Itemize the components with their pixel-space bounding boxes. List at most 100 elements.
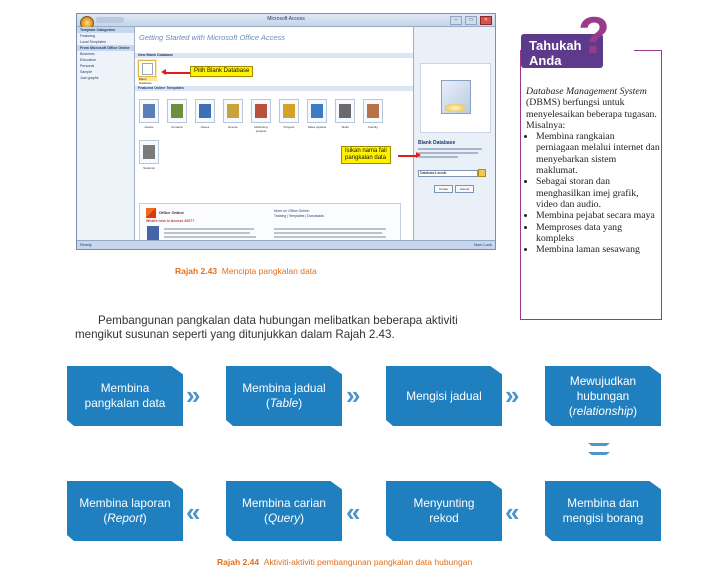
callout-file-name-line2: pangkalan data <box>345 155 387 161</box>
question-mark-icon: ? <box>578 7 610 65</box>
tahukah-anda-box: Tahukah Anda ? Database Management Syste… <box>514 10 663 321</box>
arrow-right-2: » <box>346 380 361 410</box>
arrow-down <box>588 443 610 467</box>
step1-line2: pangkalan data <box>84 396 166 410</box>
tahukah-intro: Database Management System (DBMS) berfun… <box>526 86 660 131</box>
contacts-icon <box>167 99 187 123</box>
status-bar: Ready Num Lock <box>77 240 495 249</box>
template-item[interactable]: Events <box>223 99 243 133</box>
online-right-heading: More on Office Online: <box>274 209 310 213</box>
tahukah-bullet: Membina laman sesawang <box>536 244 660 255</box>
template-category-item[interactable]: Personal <box>80 64 95 68</box>
events-icon <box>223 99 243 123</box>
office-online-logo-text: Office Online <box>159 210 184 215</box>
caption-rajah-2-44-num: Rajah 2.44 <box>217 557 260 567</box>
step-membina-carian: Membina carian(Query) <box>226 481 342 541</box>
template-name: Students <box>143 166 155 170</box>
arrow-left-1: « <box>505 497 520 527</box>
step2-line1: Membina jadual <box>242 381 326 395</box>
template-item[interactable]: Marketing projects <box>251 99 271 133</box>
online-right-links[interactable]: Training | Templates | Downloads <box>274 214 324 218</box>
cancel-button[interactable]: Cancel <box>455 185 474 193</box>
getting-started-title: Getting Started with Microsoft Office Ac… <box>139 33 286 42</box>
step-mengisi-jadual: Mengisi jadual <box>386 366 502 426</box>
template-name: Sales pipeline <box>307 125 327 129</box>
blank-database-label[interactable]: Blank Database <box>138 77 157 85</box>
template-item[interactable]: Issues <box>195 99 215 133</box>
minimize-icon[interactable]: – <box>450 16 462 25</box>
blank-database-thumbnail[interactable] <box>138 60 156 77</box>
blank-database-preview-icon <box>420 63 491 133</box>
caption-rajah-2-44-text: Aktiviti-aktiviti pembangunan pangkalan … <box>263 557 473 567</box>
template-item[interactable]: Contacts <box>167 99 187 133</box>
template-name: Tasks <box>341 125 349 129</box>
close-icon[interactable]: × <box>480 16 492 25</box>
template-name: Issues <box>200 125 210 129</box>
tahukah-bullet: Membina rangkaian perniagaan melalui int… <box>536 131 660 176</box>
step3-line1: Mengisi jadual <box>406 388 482 403</box>
step4-line3: relationship <box>572 403 634 418</box>
step4-line2: hubungan <box>576 388 630 403</box>
create-button[interactable]: Create <box>434 185 453 193</box>
callout-file-name-line1: Isikan nama fail <box>345 148 387 154</box>
step7-line1: Membina carian <box>242 496 326 510</box>
step7-line2: Query <box>267 511 301 525</box>
template-item[interactable]: Faculty <box>363 99 383 133</box>
template-item[interactable]: Projects <box>279 99 299 133</box>
window-title: Microsoft Access <box>267 16 305 22</box>
template-item[interactable]: Tasks <box>335 99 355 133</box>
template-name: Projects <box>283 125 295 129</box>
caption-rajah-2-43: Rajah 2.43 Mencipta pangkalan data <box>175 266 317 276</box>
template-category-item[interactable]: Sample <box>80 70 93 74</box>
tasks-icon <box>335 99 355 123</box>
window-controls: – □ × <box>450 16 492 25</box>
template-category-item[interactable]: Just graphs <box>80 76 99 80</box>
callout-file-name: Isikan nama fail pangkalan data <box>341 146 391 164</box>
template-category-item[interactable]: Business <box>80 52 95 56</box>
projects-icon <box>279 99 299 123</box>
paragraph-line-1: Pembangunan pangkalan data hubungan meli… <box>98 314 458 327</box>
template-students[interactable]: Students <box>139 140 159 170</box>
callout-arrow-file-name <box>398 152 421 158</box>
step8-line1: Membina laporan <box>79 496 171 510</box>
status-right: Num Lock <box>473 242 492 247</box>
arrow-left-3: « <box>186 497 201 527</box>
arrow-right-1: » <box>186 380 201 410</box>
template-item[interactable]: Assets <box>139 99 159 133</box>
file-name-input[interactable]: Database1.accdb <box>418 170 478 177</box>
template-name: Assets <box>144 125 154 129</box>
tahukah-intro-rest: (DBMS) berfungsi untuk menyelesaikan beb… <box>526 97 657 131</box>
tahukah-bullet: Membina pejabat secara maya <box>536 210 660 221</box>
template-item[interactable]: Sales pipeline <box>307 99 327 133</box>
tahukah-intro-italic: Database Management System <box>526 86 647 97</box>
tahukah-title-1: Tahukah <box>529 38 582 53</box>
maximize-icon[interactable]: □ <box>465 16 477 25</box>
students-icon <box>139 140 159 164</box>
template-category-item[interactable]: Template Categories <box>77 27 134 33</box>
arrow-right-3: » <box>505 380 520 410</box>
callout-blank-database: Pilih Blank Database <box>190 66 254 77</box>
template-name: Events <box>228 125 238 129</box>
step-membina-laporan: Membina laporan(Report) <box>67 481 183 541</box>
step4-line1: Mewujudkan <box>569 373 637 388</box>
template-category-item[interactable]: Education <box>80 58 96 62</box>
step2-line2: Table <box>269 396 299 410</box>
folder-browse-icon[interactable] <box>478 169 486 177</box>
section-new-blank: New Blank Database <box>135 53 413 58</box>
tahukah-title-2: Anda <box>529 53 562 68</box>
template-category-item[interactable]: From Microsoft Office Online <box>77 45 134 51</box>
quick-access-toolbar[interactable] <box>96 17 124 23</box>
tahukah-bullet: Memproses data yang kompleks <box>536 222 660 245</box>
template-category-item[interactable]: Local Templates <box>80 40 106 44</box>
office-online-logo-icon <box>146 208 156 218</box>
template-name: Contacts <box>171 125 183 129</box>
caption-rajah-2-44: Rajah 2.44 Aktiviti-aktiviti pembangunan… <box>217 557 472 567</box>
template-category-item[interactable]: Featuring <box>80 34 96 38</box>
caption-rajah-2-43-text: Mencipta pangkalan data <box>221 266 317 276</box>
template-name: Marketing projects <box>254 125 268 133</box>
callout-arrow-blank <box>161 69 190 75</box>
step5-line2: mengisi borang <box>562 511 644 525</box>
